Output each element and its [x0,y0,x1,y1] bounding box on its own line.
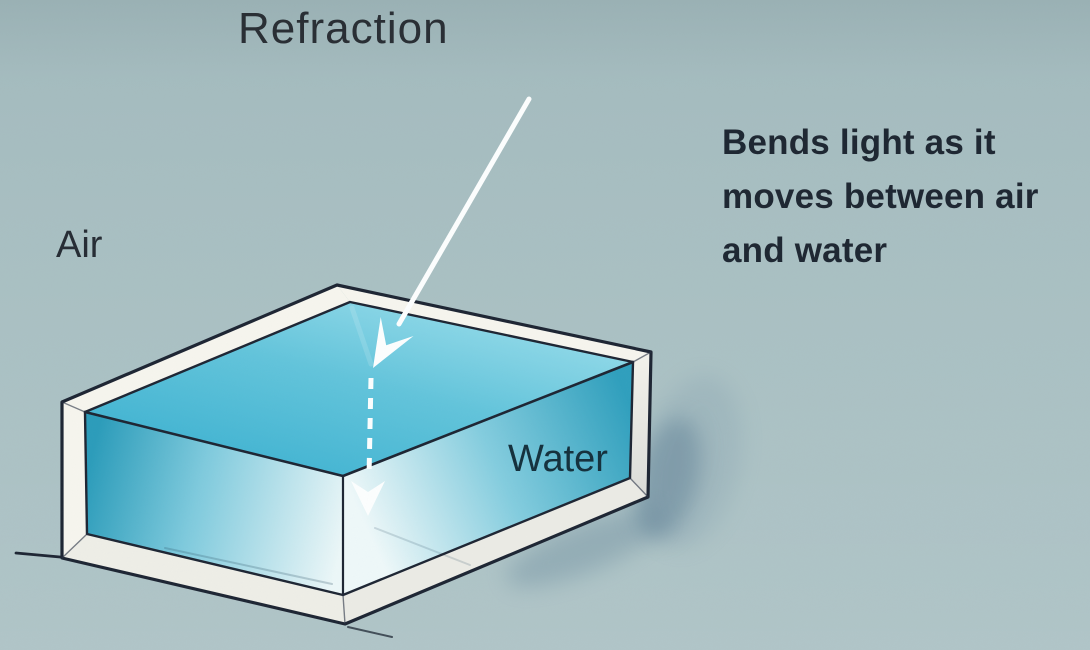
description-text: Bends light as it moves between air and … [722,116,1082,278]
air-label: Air [56,224,103,266]
description-line-1: Bends light as it [722,123,996,162]
water-label: Water [508,438,608,480]
page-title: Refraction [238,4,449,53]
description-line-2: moves between air [722,177,1039,216]
description-line-3: and water [722,231,888,270]
